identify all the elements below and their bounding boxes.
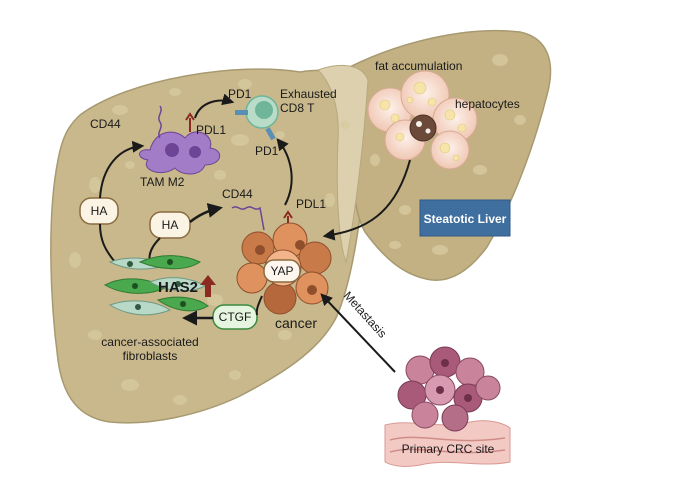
label-cd44-center: CD44 [222,187,253,201]
label-caf-line2: fibroblasts [123,349,178,363]
label-metastasis: Metastasis [341,289,390,341]
arrow-tam-to-tcell [194,93,235,119]
ctgf-label: CTGF [219,310,252,324]
label-caf-line1: cancer-associated [101,335,198,349]
label-cd44-left: CD44 [90,117,121,131]
arrow-metastasis [320,293,396,373]
label-exhausted: Exhausted [280,87,337,101]
dying-hepatocyte [409,114,437,142]
arrow-cancer-to-tcell [276,138,293,206]
label-cd8-t: CD8 T [280,101,315,115]
cd44-receptor [231,206,265,231]
line-caf-to-ha-left [99,223,116,263]
line-cancer-to-ctgf [255,295,263,316]
steatotic-liver-label: Steatotic Liver [424,212,507,226]
label-pd1-top: PD1 [228,87,252,101]
ha-left-label: HA [91,204,108,218]
cancer-cluster [236,222,332,315]
label-fat-accumulation: fat accumulation [375,59,462,73]
primary-crc-tissue [384,346,511,467]
ha-center-box [149,211,191,239]
has2-up-arrow [200,275,216,297]
tam-m2-macrophage [139,105,220,175]
falciform-ligament [317,64,369,264]
label-tam-m2: TAM M2 [140,175,185,189]
arrow-steatosis-to-cancer [322,159,411,241]
label-hepatocytes: hepatocytes [455,97,520,111]
exhausted-cd8-t-cell [235,95,279,141]
yap-label: YAP [270,264,293,278]
label-pd1-mid: PD1 [255,144,279,158]
label-pdl1-center: PDL1 [296,197,326,211]
label-cancer: cancer [275,315,317,331]
steatotic-liver-box [419,199,511,237]
label-primary-crc: Primary CRC site [402,442,495,456]
hepatocyte-cluster [367,70,478,170]
ha-center-label: HA [162,218,179,232]
yap-box [263,259,301,283]
label-pdl1-tam: PDL1 [196,123,226,137]
arrow-ha-to-cancer [189,203,223,223]
arrow-ha-to-tam [99,140,145,199]
has2-label: HAS2 [158,279,198,296]
